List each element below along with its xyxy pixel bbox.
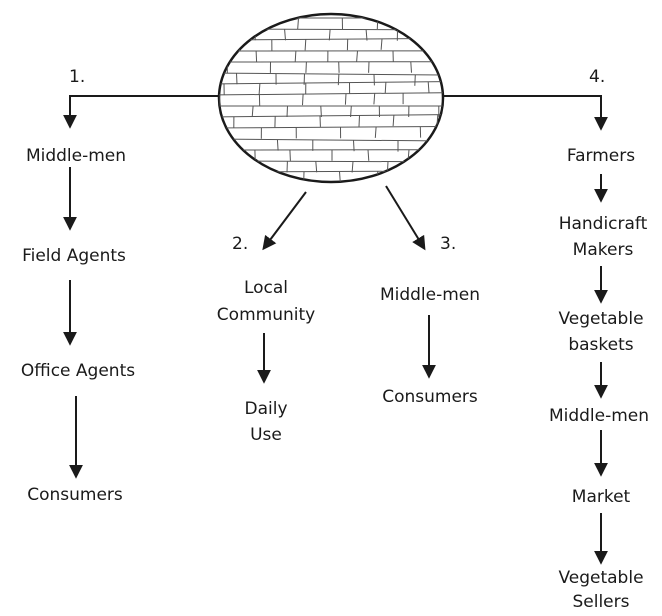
node-middlemen-4: Middle-men	[549, 406, 649, 426]
woven-mat-image	[217, 12, 445, 184]
node-community: Community	[217, 305, 315, 325]
node-office-agents: Office Agents	[21, 361, 135, 381]
node-handicraft: Handicraft	[559, 214, 648, 234]
node-consumers-3: Consumers	[382, 387, 478, 407]
node-local: Local	[244, 278, 288, 298]
node-middlemen-1: Middle-men	[26, 146, 126, 166]
node-field-agents: Field Agents	[22, 246, 126, 266]
node-makers: Makers	[573, 240, 634, 260]
branch-1-number: 1.	[69, 67, 85, 87]
arrow-to-branch-1	[63, 95, 219, 129]
arrow-to-branch-2	[262, 191, 307, 251]
node-baskets: baskets	[568, 335, 633, 355]
node-sellers: Sellers	[572, 592, 629, 612]
arrow-to-branch-3	[385, 185, 426, 251]
branch-2-number: 2.	[232, 234, 248, 254]
node-vegetable-2: Vegetable	[558, 568, 643, 588]
node-vegetable-1: Vegetable	[558, 309, 643, 329]
node-consumers-1: Consumers	[27, 485, 123, 505]
branch-4-number: 4.	[589, 67, 605, 87]
connector-arrows	[63, 95, 608, 565]
node-market: Market	[572, 487, 631, 507]
branch-3-number: 3.	[440, 234, 456, 254]
node-use: Use	[250, 425, 282, 445]
arrow-to-branch-4	[443, 95, 608, 131]
node-daily: Daily	[244, 399, 287, 419]
node-middlemen-3: Middle-men	[380, 285, 480, 305]
node-farmers: Farmers	[567, 146, 635, 166]
